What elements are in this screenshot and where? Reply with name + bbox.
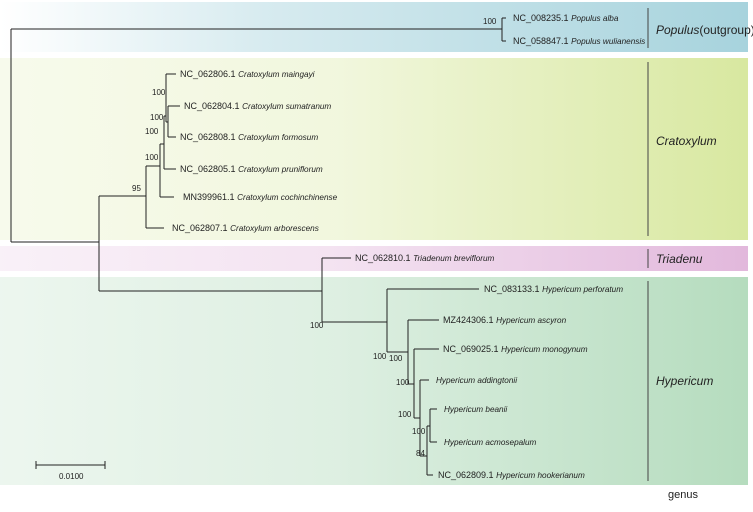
tip-label: NC_062810.1 Triadenum breviflorum [355,253,495,263]
tip-label: MZ424306.1 Hypericum ascyron [443,315,567,325]
tip-label: Hypericum addingtonii [436,376,517,385]
group-label-hypericum: Hypericum [656,374,713,388]
group-label-populus: Populus(outgroup) [656,23,753,37]
tip-label: Hypericum acmosepalum [444,438,537,447]
bootstrap-value: 100 [152,88,166,97]
tip-label: NC_062807.1 Cratoxylum arborescens [172,223,319,233]
bootstrap-value: 100 [398,410,412,419]
tip-label: NC_062806.1 Cratoxylum maingayi [180,69,315,79]
bootstrap-value: 100 [396,378,410,387]
tip-label: Hypericum beanii [444,405,507,414]
bootstrap-value: 100 [389,354,403,363]
bootstrap-value: 100 [483,17,497,26]
tip-label: MN399961.1 Cratoxylum cochinchinense [183,192,338,202]
band-triadenum [0,246,748,271]
band-populus [0,2,748,52]
bootstrap-value: 100 [412,427,426,436]
tip-label: NC_069025.1 Hypericum monogynum [443,344,588,354]
tip-label: NC_083133.1 Hypericum perforatum [484,284,623,294]
bootstrap-value: 100 [150,113,164,122]
bootstrap-values: 100 100 100 100 100 95 100 100 100 100 1… [132,17,497,458]
scale-bar-label: 0.0100 [59,472,84,481]
group-label-triadenum: Triadenu [656,252,703,266]
group-label-cratoxylum: Cratoxylum [656,134,717,148]
bootstrap-value: 84 [416,449,425,458]
band-cratoxylum [0,58,748,240]
tip-label: NC_062809.1 Hypericum hookerianum [438,470,585,480]
tip-label: NC_058847.1 Populus wulianensis [513,36,645,46]
tip-label: NC_008235.1 Populus alba [513,13,619,23]
bootstrap-value: 100 [145,127,159,136]
scale-bar: 0.0100 [35,461,106,481]
bootstrap-value: 95 [132,184,141,193]
tree-branches [10,17,506,476]
footer-label: genus [668,489,698,501]
bootstrap-value: 100 [310,321,324,330]
tip-label: NC_062808.1 Cratoxylum formosum [180,132,318,142]
tip-label: NC_062805.1 Cratoxylum pruniflorum [180,164,323,174]
band-hypericum [0,277,748,485]
bootstrap-value: 100 [373,352,387,361]
tip-labels: NC_008235.1 Populus alba NC_058847.1 Pop… [172,13,645,480]
bootstrap-value: 100 [145,153,159,162]
tip-label: NC_062804.1 Cratoxylum sumatranum [184,101,331,111]
